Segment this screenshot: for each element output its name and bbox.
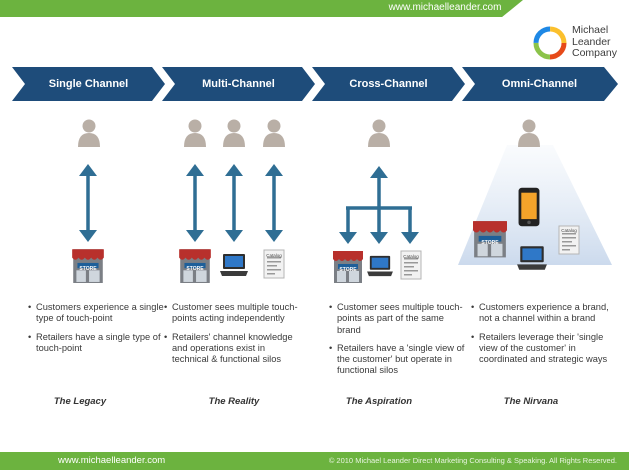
logo-line-1: Michael [572, 24, 609, 36]
omni-channel-group: STORE Catalog [458, 119, 612, 270]
chevron-multi [162, 67, 315, 101]
single-channel-group: STORE [72, 119, 104, 283]
customer-icon [184, 119, 206, 147]
customer-icon [263, 119, 285, 147]
bullet-item: Customers experience a single type of to… [28, 302, 173, 325]
catalog-label: Catalog [403, 254, 419, 259]
chevron-cross [312, 67, 465, 101]
bullet-item: Retailers have a single type of touch-po… [28, 332, 173, 355]
customer-icon [368, 119, 390, 147]
multi-channel-group: STORE Catalog [179, 119, 285, 283]
bullet-item: Retailers' channel knowledge and operati… [164, 332, 304, 366]
channel-title-omni: Omni-Channel [501, 78, 578, 90]
bullet-item: Customers experience a brand, not a chan… [471, 302, 621, 325]
cross-channel-description: Customer sees multiple touch-points as p… [329, 302, 465, 384]
footer-url[interactable]: www.michaelleander.com [58, 455, 166, 466]
channel-title-cross: Cross-Channel [349, 78, 428, 90]
catalog-label: Catalog [561, 228, 577, 233]
laptop-icon [220, 254, 248, 276]
channel-title-multi: Multi-Channel [202, 78, 275, 90]
bullet-item: Customer sees multiple touch-points acti… [164, 302, 304, 325]
copyright-text: © 2010 Michael Leander Direct Marketing … [328, 456, 617, 465]
bullet-item: Customer sees multiple touch-points as p… [329, 302, 465, 336]
store-sign: STORE [79, 266, 97, 272]
caption-reality: The Reality [208, 396, 260, 407]
laptop-icon [367, 255, 393, 277]
logo-line-3: Company [572, 47, 617, 59]
omni-channel-description: Customers experience a brand, not a chan… [471, 302, 621, 372]
store-sign: STORE [481, 240, 499, 246]
logo-wordmark: Michael Leander Company [572, 24, 617, 60]
caption-legacy: The Legacy [53, 396, 107, 407]
footer-banner: www.michaelleander.com © 2010 Michael Le… [0, 452, 629, 470]
chevron-omni [462, 67, 618, 101]
multi-channel-description: Customer sees multiple touch-points acti… [164, 302, 304, 372]
customer-icon [78, 119, 100, 147]
channel-title-single: Single Channel [48, 78, 129, 90]
company-logo: Michael Leander Company [532, 24, 622, 68]
laptop-icon [517, 246, 547, 270]
caption-nirvana: The Nirvana [503, 396, 559, 407]
customer-icon [518, 119, 540, 147]
chevron-shapes [12, 67, 618, 101]
bullet-item: Retailers have a 'single view of the cus… [329, 343, 465, 377]
customer-icon [223, 119, 245, 147]
store-sign: STORE [339, 267, 357, 273]
top-banner [0, 0, 523, 17]
logo-ring-icon [533, 26, 567, 60]
catalog-label: Catalog [266, 253, 282, 258]
cross-channel-group: STORE Catalog [333, 119, 422, 283]
header-url[interactable]: www.michaelleander.com [388, 2, 502, 13]
caption-aspiration: The Aspiration [345, 396, 413, 407]
chevron-single [12, 67, 165, 101]
store-sign: STORE [186, 266, 204, 272]
channel-diagram: STORE STORE Catalog STORE [72, 119, 612, 283]
bullet-item: Retailers leverage their 'single view of… [471, 332, 621, 366]
logo-line-2: Leander [572, 35, 611, 48]
smartphone-icon [518, 187, 540, 227]
single-channel-description: Customers experience a single type of to… [28, 302, 173, 361]
channel-chevron-row: Single Channel Multi-Channel Cross-Chann… [12, 67, 618, 101]
